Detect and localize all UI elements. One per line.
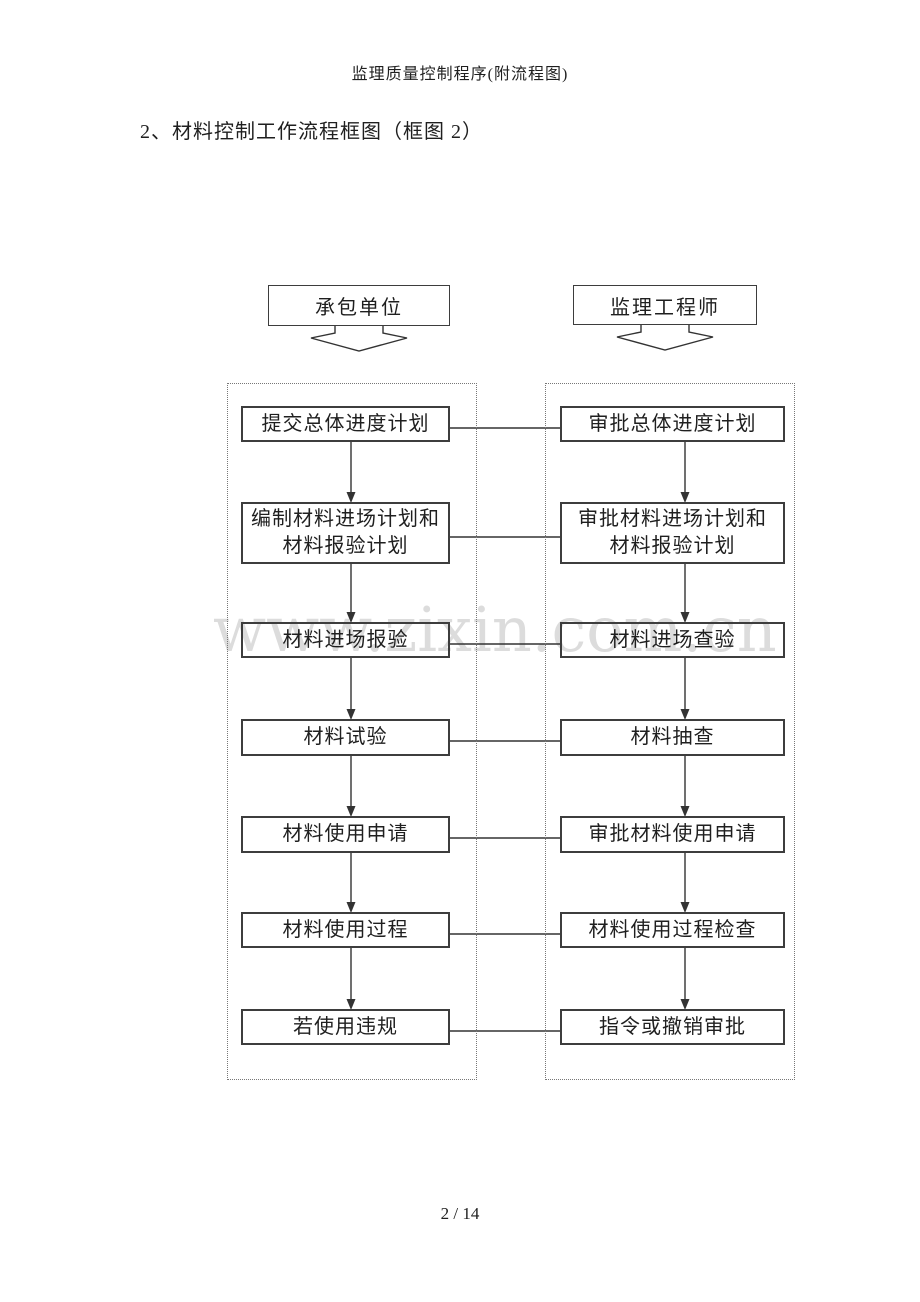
- flow-box-right-4: 材料抽查: [560, 719, 785, 756]
- flow-box-left-5: 材料使用申请: [241, 816, 450, 853]
- flow-box-label: 材料报验计划: [609, 535, 736, 557]
- flow-box-right-1: 审批总体进度计划: [560, 406, 785, 442]
- hollow-down-arrow-icon: [616, 325, 714, 351]
- flow-box-right-7: 指令或撤销审批: [560, 1009, 785, 1045]
- flow-box-right-2: 审批材料进场计划和 材料报验计划: [560, 502, 785, 564]
- flow-box-label: 审批材料使用申请: [588, 823, 757, 845]
- document-header: 监理质量控制程序(附流程图): [351, 66, 569, 83]
- flow-box-label: 材料使用过程检查: [588, 918, 757, 941]
- flow-box-right-3: 材料进场查验: [560, 622, 785, 658]
- column-header-contractor: 承包单位: [268, 285, 450, 326]
- flow-box-left-3: 材料进场报验: [241, 622, 450, 658]
- flow-box-label: 材料使用申请: [282, 823, 409, 845]
- flow-box-left-6: 材料使用过程: [241, 912, 450, 948]
- column-header-label: 承包单位: [315, 297, 403, 319]
- flow-box-label: 提交总体进度计划: [261, 412, 430, 435]
- column-header-label: 监理工程师: [610, 296, 720, 319]
- dashed-lane-engineer: [545, 383, 795, 1080]
- flow-box-label: 材料试验: [303, 726, 388, 748]
- flow-box-right-6: 材料使用过程检查: [560, 912, 785, 948]
- hollow-down-arrow-icon: [310, 326, 408, 352]
- flow-box-left-1: 提交总体进度计划: [241, 406, 450, 442]
- flow-box-label: 材料进场查验: [609, 628, 736, 651]
- flow-box-label: 若使用违规: [293, 1015, 398, 1038]
- watermark: www.zixin.com.cn: [213, 593, 777, 666]
- flow-box-left-7: 若使用违规: [241, 1009, 450, 1045]
- flow-box-label: 审批材料进场计划和: [578, 508, 767, 530]
- flow-box-right-5: 审批材料使用申请: [560, 816, 785, 853]
- flow-box-left-4: 材料试验: [241, 719, 450, 756]
- page-number: 2 / 14: [440, 1204, 480, 1223]
- flow-box-label: 编制材料进场计划和: [251, 508, 440, 530]
- column-header-supervising-engineer: 监理工程师: [573, 285, 757, 325]
- dashed-lane-contractor: [227, 383, 477, 1080]
- flow-box-label: 审批总体进度计划: [588, 412, 757, 435]
- flow-box-label: 材料报验计划: [282, 535, 409, 557]
- flow-box-label: 指令或撤销审批: [599, 1015, 746, 1038]
- flow-box-label: 材料抽查: [630, 726, 715, 748]
- section-title: 2、材料控制工作流程框图（框图 2）: [140, 121, 483, 143]
- flow-box-left-2: 编制材料进场计划和 材料报验计划: [241, 502, 450, 564]
- flow-box-label: 材料使用过程: [282, 918, 409, 941]
- flow-box-label: 材料进场报验: [282, 628, 409, 651]
